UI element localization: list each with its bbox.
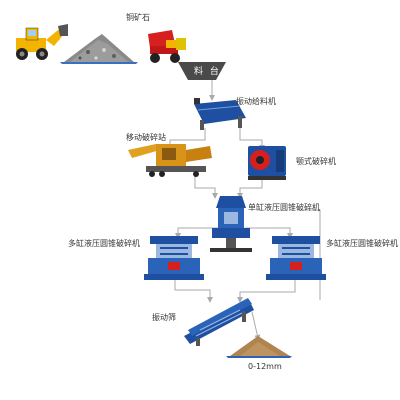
- flow-multi-right-to-screen: [237, 280, 296, 303]
- multi-cylinder-cone-crusher-right-label: 多缸液压圆锥破碎机: [326, 239, 398, 248]
- jaw-crusher-icon: [248, 146, 286, 180]
- flow-mobile-to-single: [194, 176, 218, 199]
- flow-multi-left-to-screen: [174, 280, 213, 303]
- product-sand-pile-icon: [226, 336, 292, 358]
- single-cylinder-cone-crusher-icon: [210, 196, 252, 252]
- dump-truck-icon: [148, 30, 186, 63]
- multi-cylinder-cone-crusher-left-label: 多缸液压圆锥破碎机: [68, 239, 140, 248]
- flow-single-to-multi-left: [175, 227, 225, 239]
- wheel-loader-icon: [16, 24, 68, 60]
- multi-cylinder-cone-crusher-left-icon: [144, 236, 204, 280]
- single-cylinder-cone-crusher-label: 单缸液压圆锥破碎机: [248, 203, 320, 212]
- vibrating-feeder-label: 振动给料机: [236, 97, 276, 106]
- copper-ore-label: 铜矿石: [126, 13, 150, 22]
- mobile-crushing-station-icon: [128, 144, 212, 177]
- vibrating-screen-label: 振动筛: [152, 313, 176, 322]
- flow-single-to-multi-right: [245, 227, 293, 239]
- flow-jaw-to-single: [237, 180, 263, 199]
- hopper-label: 料 台: [194, 67, 221, 77]
- flow-lines: [167, 80, 321, 341]
- vibrating-screen-icon: [184, 298, 254, 346]
- mobile-crushing-station-label: 移动破碎站: [126, 133, 166, 142]
- flow-screen-to-product: [251, 311, 261, 341]
- jaw-crusher-label: 颚式破碎机: [296, 157, 336, 166]
- multi-cylinder-cone-crusher-right-icon: [266, 236, 326, 280]
- vibrating-feeder-icon: [194, 98, 246, 130]
- copper-ore-pile-icon: [60, 34, 138, 64]
- product-size-label: 0-12mm: [248, 362, 282, 371]
- flow-feeder-to-jaw: [239, 128, 265, 151]
- hopper-icon: [178, 62, 226, 80]
